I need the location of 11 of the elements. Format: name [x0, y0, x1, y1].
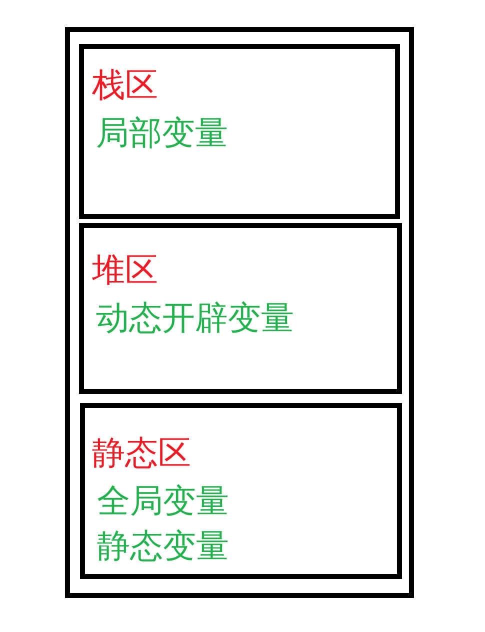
region-content: 动态开辟变量: [96, 301, 294, 337]
memory-region-box: [80, 403, 402, 579]
memory-region-box: [79, 44, 400, 219]
region-title: 堆区: [92, 253, 158, 289]
region-title: 栈区: [92, 68, 158, 104]
region-content: 全局变量: [97, 484, 229, 520]
outer-frame: [65, 27, 414, 598]
region-title: 静态区: [92, 436, 191, 472]
region-content: 局部变量: [96, 116, 228, 152]
memory-region-box: [79, 223, 402, 394]
region-content: 静态变量: [97, 529, 229, 565]
